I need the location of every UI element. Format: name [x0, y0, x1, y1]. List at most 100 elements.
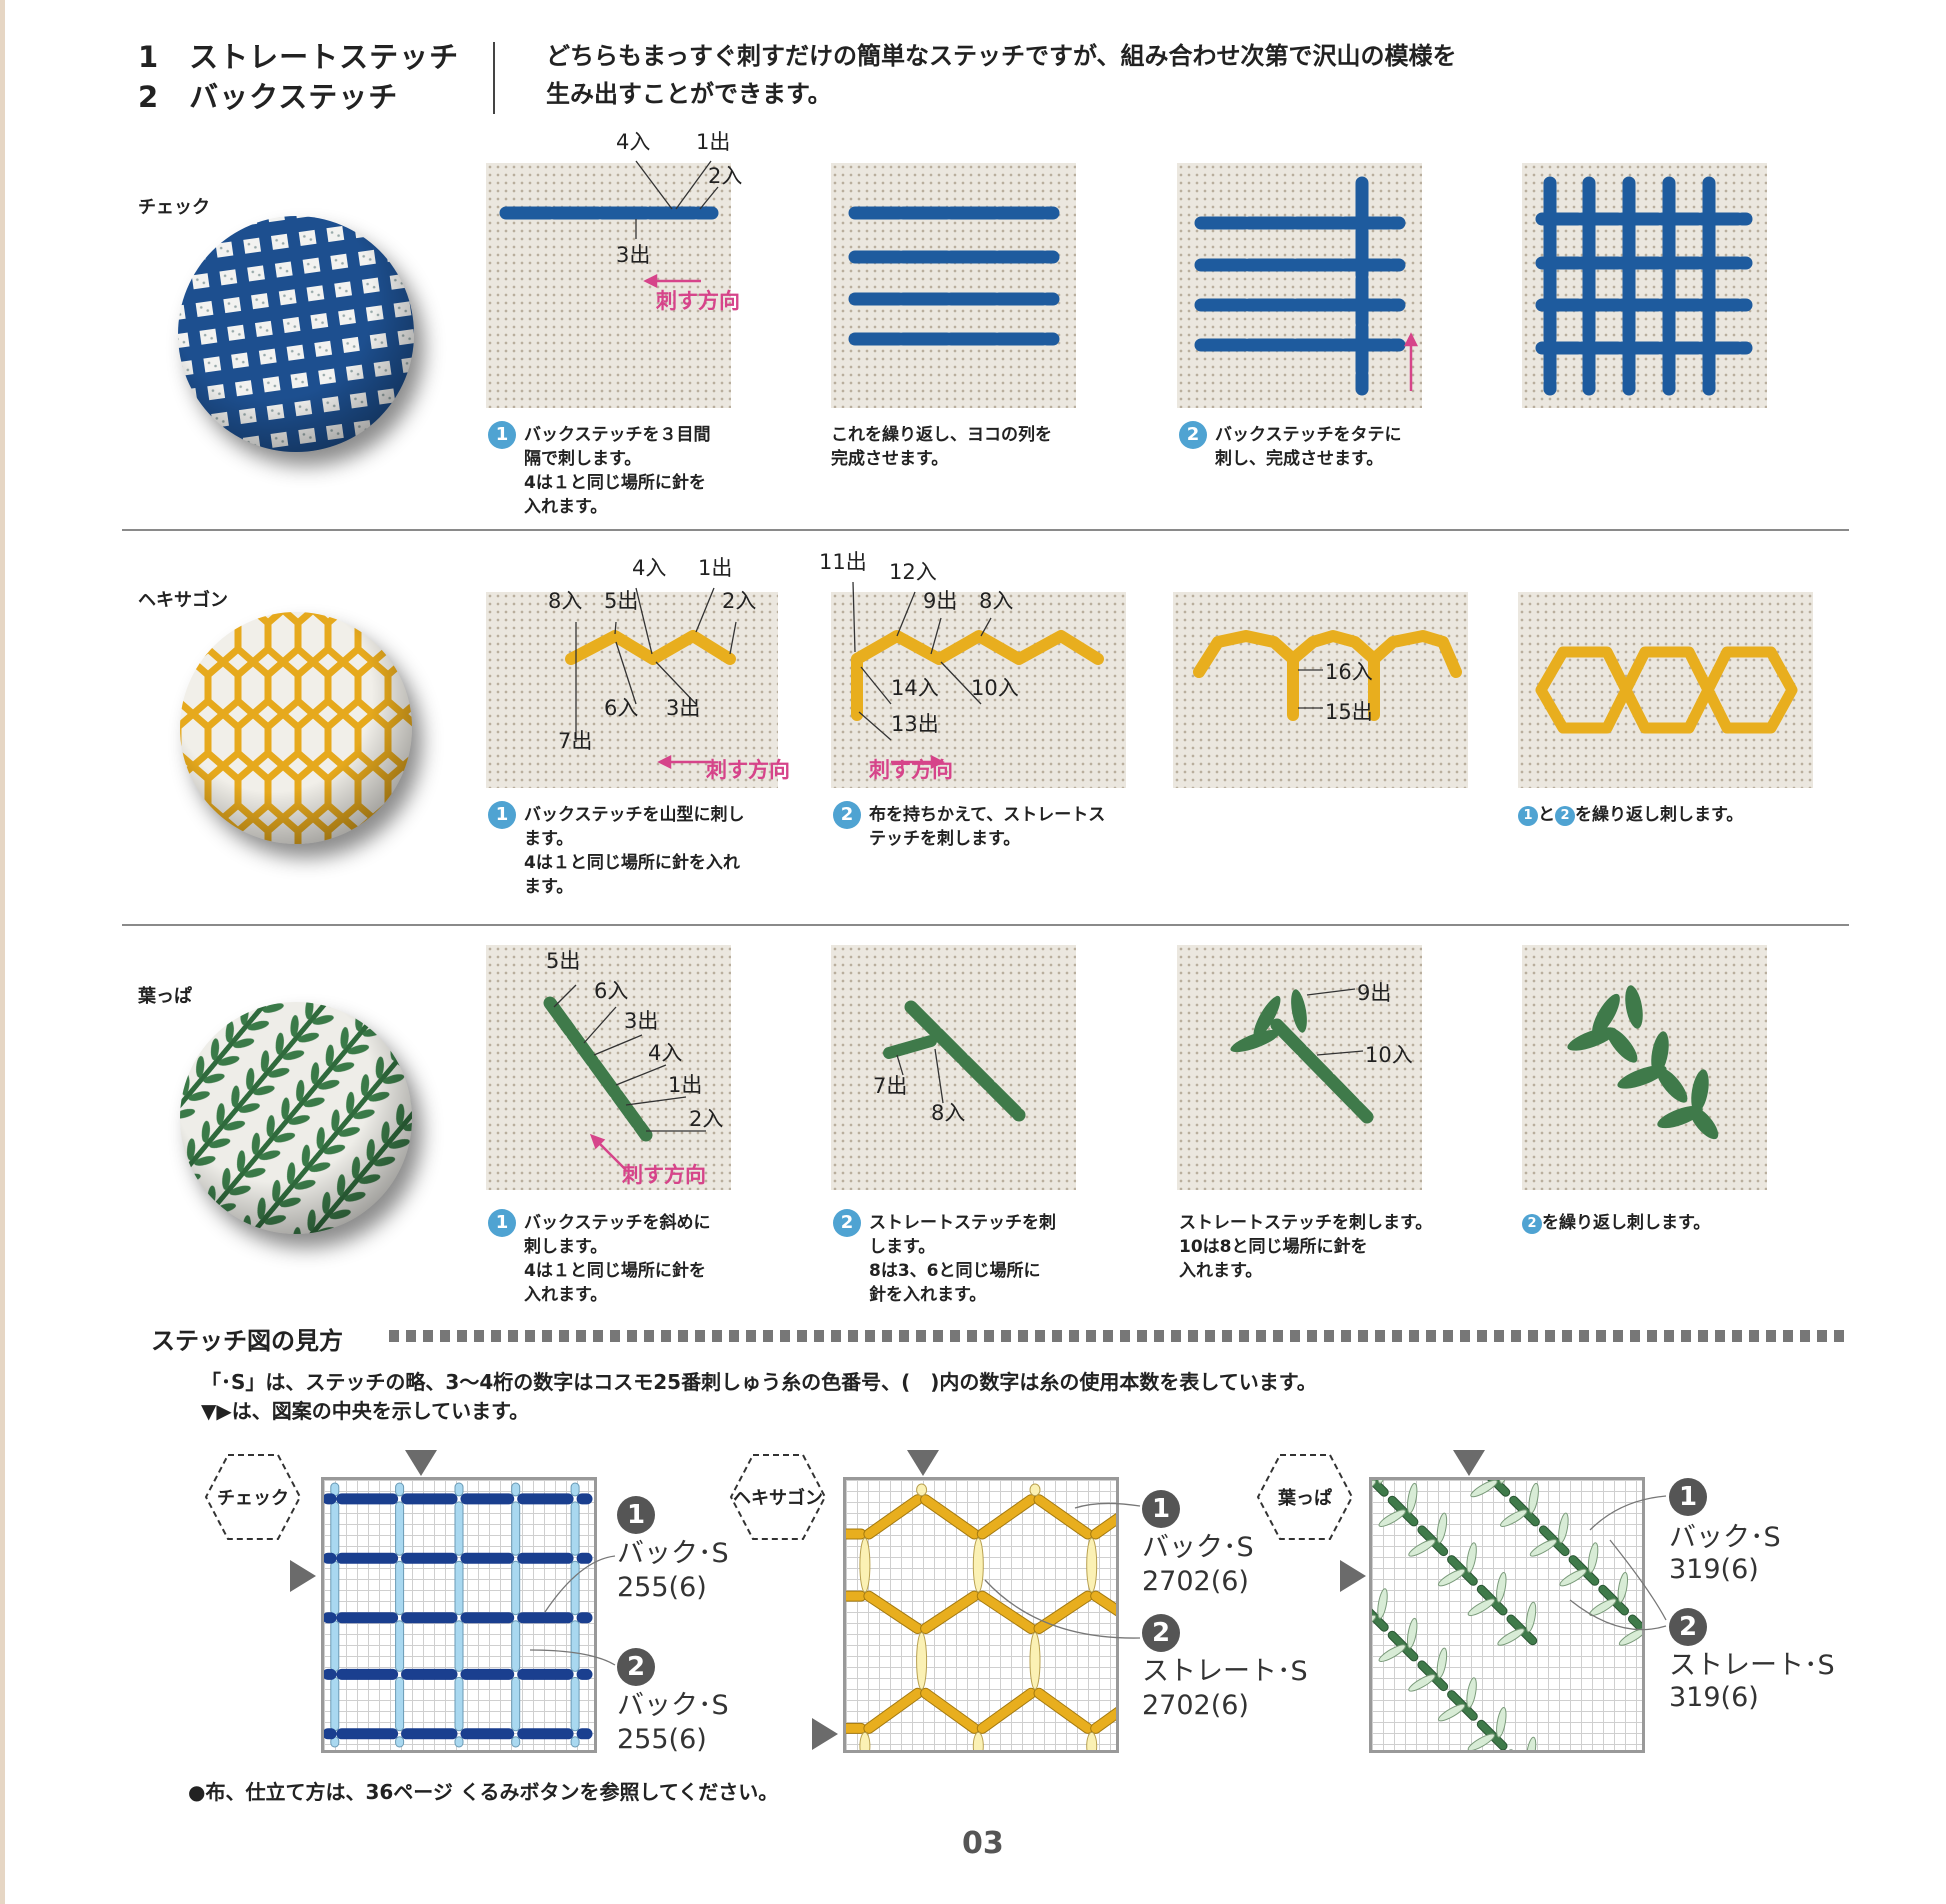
leaf-straight-stitch — [1498, 1480, 1510, 1484]
header-divider — [493, 42, 495, 114]
caption-line: ます。 — [524, 877, 574, 897]
hexagon-button-photo — [180, 612, 412, 844]
leaf-straight-stitch — [1589, 1598, 1617, 1617]
diagonal-stitch — [977, 1688, 1036, 1733]
leaf-straight-stitch — [1372, 1614, 1377, 1633]
legend-code: 319(6) — [1669, 1554, 1759, 1585]
title-back-stitch: 2 バックステッチ — [138, 80, 399, 114]
caption-line: 4は１と同じ場所に針を入れ — [524, 853, 740, 873]
page-number: 03 — [962, 1826, 1004, 1861]
stitch-label: 14入 — [891, 676, 939, 700]
hexagon-caption-2: 2 布を持ちかえて、ストレートステッチを刺します。 — [831, 801, 1105, 851]
direction-label: 刺す方向 — [656, 289, 740, 313]
intro-line-2: 生み出すことができます。 — [546, 80, 832, 108]
leaf-straight-stitch — [1617, 1572, 1629, 1603]
legend-code: 2702(6) — [1142, 1566, 1249, 1597]
caption-line: 刺し、完成させます。 — [1215, 449, 1384, 469]
hexagon-caption-1: 1 バックステッチを山型に刺します。4は１と同じ場所に針を入れます。 — [486, 801, 745, 899]
check-stitch-diagram — [321, 1477, 597, 1753]
straight-stitch — [859, 1731, 871, 1750]
diagonal-stitch — [864, 1591, 923, 1633]
leaf-straight-stitch — [1408, 1539, 1436, 1557]
leaf-straight-stitch — [1372, 1480, 1377, 1498]
caption-line: バックステッチを斜めに — [524, 1213, 711, 1233]
stitch-label: 3出 — [624, 1009, 659, 1033]
leaf-straight-stitch — [1529, 1539, 1558, 1557]
legend-number-icon: 2 — [617, 1648, 655, 1686]
step-number-icon: 1 — [488, 421, 516, 449]
straight-stitch — [859, 1537, 871, 1593]
leaf-caption-2: 2 ストレートステッチを刺します。8は3、6と同じ場所に針を入れます。 — [831, 1209, 1056, 1307]
stitch-label: 2入 — [708, 164, 743, 188]
hexagon-frame-icon — [204, 1454, 302, 1540]
row-label-check: チェック — [138, 197, 210, 218]
leaf-straight-stitch — [1500, 1509, 1528, 1527]
row-divider — [122, 924, 1849, 926]
leaf-straight-stitch — [1467, 1598, 1495, 1617]
leaf-straight-stitch — [1496, 1572, 1507, 1603]
caption-line: 隔で刺します。 — [524, 449, 642, 469]
caption-line: テッチを刺します。 — [869, 829, 1021, 849]
stitch-label: 11出 — [819, 550, 867, 574]
caption-line: 刺します。 — [524, 1237, 608, 1257]
legend-number-icon: 2 — [1669, 1608, 1707, 1646]
diagram-name: チェック — [217, 1488, 289, 1509]
diagram-label-hexagon: ヘキサゴン — [728, 1452, 828, 1542]
straight-stitch — [1086, 1537, 1098, 1593]
stitch-label: 3出 — [666, 696, 701, 720]
legend-code: 255(6) — [617, 1724, 707, 1755]
straight-stitch — [972, 1731, 984, 1750]
leaf-straight-stitch — [1496, 1707, 1507, 1738]
step-number-icon: 1 — [1518, 806, 1538, 826]
footer-note: ●布、仕立て方は、36ページ くるみボタンを参照してください。 — [188, 1780, 779, 1804]
leaf-step4-photo — [1522, 945, 1767, 1190]
stitch-label: 8入 — [931, 1101, 966, 1125]
leaf-straight-stitch — [1437, 1568, 1466, 1587]
diagonal-stitch — [1091, 1514, 1116, 1539]
stitch-label: 4入 — [616, 130, 651, 154]
stitch-label: 10入 — [971, 676, 1019, 700]
diagram-name: ヘキサゴン — [733, 1488, 823, 1509]
straight-stitch — [1086, 1731, 1098, 1750]
stitch-label: 5出 — [604, 589, 639, 613]
caption-line: 8は3、6と同じ場所に — [869, 1261, 1041, 1281]
caption-line: 針を入れます。 — [869, 1285, 987, 1305]
legend-number-icon: 2 — [1142, 1614, 1180, 1652]
legend-code: 319(6) — [1669, 1682, 1759, 1713]
caption-line: します。 — [869, 1237, 936, 1257]
stitch-label: 15出 — [1325, 700, 1373, 724]
leaf-straight-stitch — [1618, 1628, 1642, 1646]
center-marker-left-icon — [812, 1718, 838, 1750]
legend-number-icon: 1 — [1142, 1490, 1180, 1528]
leaf-step1-photo: 5出 6入 3出 4入 1出 2入 刺す方向 — [486, 945, 731, 1190]
direction-label: 刺す方向 — [869, 758, 953, 782]
row-divider — [122, 529, 1849, 531]
center-marker-top-icon — [1453, 1450, 1485, 1476]
legend-code: 255(6) — [617, 1572, 707, 1603]
step-number-icon: 2 — [1179, 421, 1207, 449]
diagonal-stitch — [864, 1688, 923, 1733]
leaf-straight-stitch — [1587, 1542, 1599, 1573]
caption-line: これを繰り返し、ヨコの列を — [831, 425, 1052, 445]
leaf-straight-stitch — [1436, 1647, 1448, 1679]
stitch-label: 8入 — [979, 589, 1014, 613]
step-number-icon: 2 — [1522, 1214, 1542, 1234]
caption-line: バックステッチを山型に刺し — [524, 805, 745, 825]
stitch-label: 6入 — [604, 696, 639, 720]
hexagon-step4-photo — [1518, 592, 1813, 788]
stitch-label: 13出 — [891, 712, 939, 736]
leaf-straight-stitch — [1470, 1480, 1498, 1498]
diagonal-stitch — [977, 1495, 1036, 1539]
diagonal-stitch — [1034, 1688, 1093, 1733]
legend-number-icon: 1 — [617, 1496, 655, 1534]
straight-stitch — [1029, 1632, 1041, 1690]
legend-code: 2702(6) — [1142, 1690, 1249, 1721]
center-marker-top-icon — [405, 1450, 437, 1476]
caption-line: ストレートステッチを刺 — [869, 1213, 1056, 1233]
center-marker-left-icon — [290, 1560, 316, 1592]
stitch-label: 5出 — [546, 949, 581, 973]
caption-line: 4は１と同じ場所に針を — [524, 1261, 706, 1281]
legend-type: バック･S — [617, 1690, 729, 1721]
leaf-straight-stitch — [1437, 1703, 1466, 1722]
